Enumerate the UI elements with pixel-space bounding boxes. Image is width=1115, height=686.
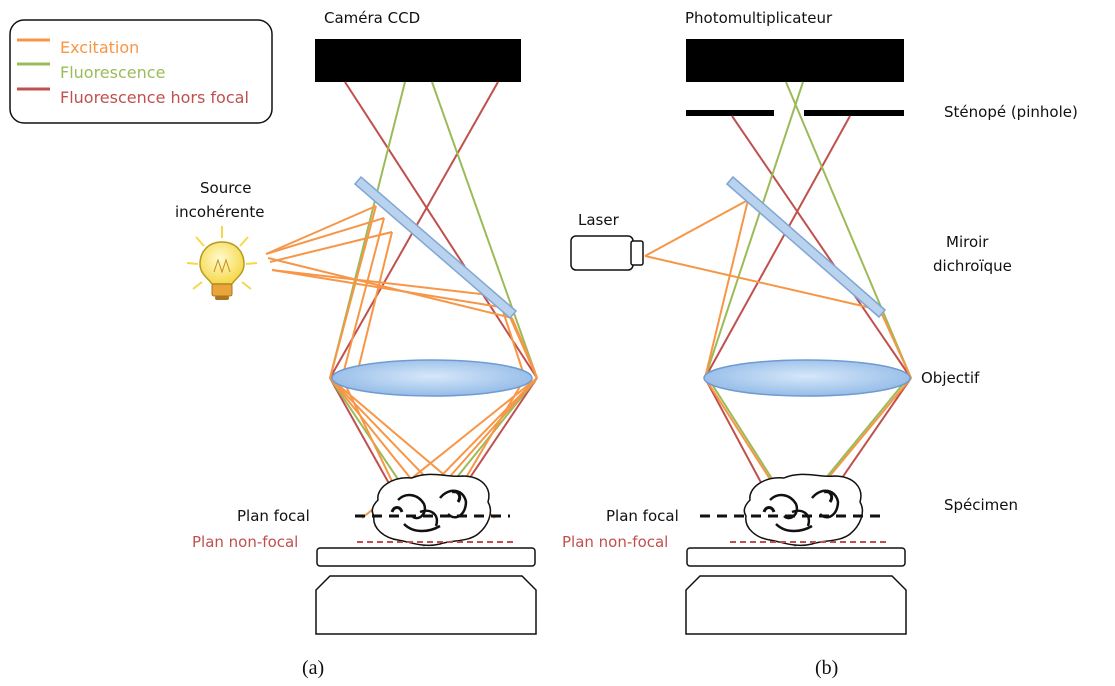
focal-plane-label-a: Plan focal <box>237 507 310 525</box>
legend-item-out-of-focus: Fluorescence hors focal <box>17 87 249 107</box>
stage-plate-b <box>686 547 906 567</box>
source-label-line1: Source <box>200 179 252 197</box>
mirror-label-line2: dichroïque <box>933 257 1012 275</box>
rays-excitation-a <box>265 205 538 379</box>
light-bulb-icon <box>186 226 258 300</box>
rays-detection-a <box>329 81 538 379</box>
stage-plate-a <box>316 547 536 567</box>
panel-b: Photomultiplicateur Sténopé (pinhole) La… <box>562 9 1078 679</box>
rays-detection-b <box>704 81 912 379</box>
legend-item-fluorescence: Fluorescence <box>17 62 165 82</box>
legend-box <box>9 19 273 124</box>
rays-excitation-b <box>644 199 912 379</box>
photomultiplier <box>686 39 904 82</box>
laser-icon <box>570 235 644 271</box>
focal-plane-label-b: Plan focal <box>606 507 679 525</box>
specimen-a <box>371 473 492 547</box>
legend-label-out-of-focus: Fluorescence hors focal <box>60 88 249 107</box>
specimen-b <box>743 473 864 547</box>
photomultiplier-label: Photomultiplicateur <box>685 9 833 27</box>
stage-base-a <box>315 575 537 635</box>
dichroic-mirror-a <box>353 175 518 320</box>
mirror-label-line1: Miroir <box>946 233 989 251</box>
pinhole-left <box>686 110 774 116</box>
caption-b: (b) <box>815 657 838 679</box>
legend-label-excitation: Excitation <box>60 38 139 57</box>
source-label-line2: incohérente <box>175 203 265 221</box>
stage-base-b <box>685 575 907 635</box>
legend: Excitation Fluorescence Fluorescence hor… <box>9 19 273 124</box>
legend-label-fluorescence: Fluorescence <box>60 63 165 82</box>
specimen-label: Spécimen <box>944 496 1018 514</box>
panel-a: Caméra CCD <box>175 9 538 679</box>
objective-label: Objectif <box>921 369 980 387</box>
caption-a: (a) <box>302 657 324 679</box>
objective-lens-b <box>703 359 911 397</box>
nonfocal-plane-label-a: Plan non-focal <box>192 533 298 551</box>
laser-label: Laser <box>578 211 620 229</box>
pinhole-label: Sténopé (pinhole) <box>944 103 1078 121</box>
legend-item-excitation: Excitation <box>17 38 139 57</box>
objective-lens-a <box>331 359 533 397</box>
camera-label: Caméra CCD <box>324 9 420 27</box>
nonfocal-plane-label-b: Plan non-focal <box>562 533 668 551</box>
pinhole-right <box>804 110 904 116</box>
ccd-camera <box>315 39 521 82</box>
dichroic-mirror-b <box>725 175 887 319</box>
